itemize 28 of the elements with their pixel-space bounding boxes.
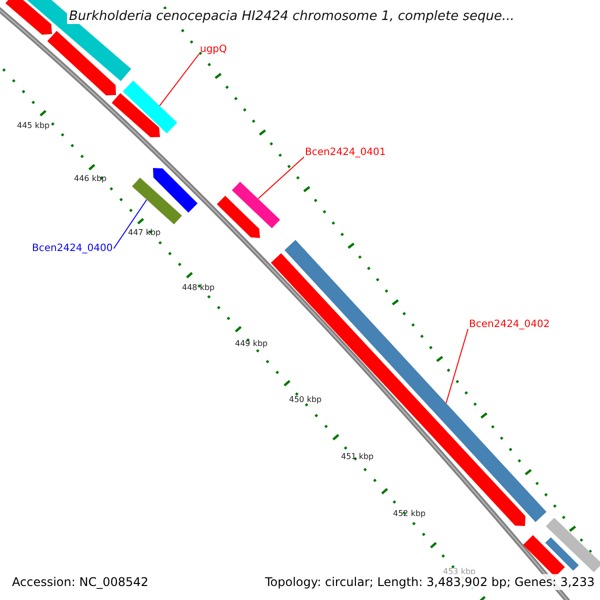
tick-label: 446 kbp <box>74 174 107 183</box>
gene-label: Bcen2424_0401 <box>305 147 386 158</box>
leader-line <box>113 199 148 249</box>
tick-label: 445 kbp <box>17 121 50 130</box>
gene-label: Bcen2424_0402 <box>469 319 550 330</box>
leader-line <box>258 156 304 200</box>
gene-feature <box>523 535 565 577</box>
tick-label: 449 kbp <box>235 339 268 348</box>
gene-feature <box>112 93 160 138</box>
tick-label: 451 kbp <box>341 452 374 461</box>
leader-line <box>159 54 200 106</box>
tick-label: 448 kbp <box>182 283 215 292</box>
gene-feature <box>47 30 116 96</box>
leader-line <box>446 328 468 404</box>
gene-feature <box>153 168 198 213</box>
tick-label: 453 kbp <box>443 567 476 576</box>
tick-label: 447 kbp <box>128 228 161 237</box>
gene-label: Bcen2424_0400 <box>32 243 113 254</box>
gene-feature <box>546 518 600 572</box>
tick-label: 452 kbp <box>393 509 426 518</box>
gene-label: ugpQ <box>200 44 227 55</box>
tick-label: 450 kbp <box>289 395 322 404</box>
gene-feature <box>232 182 280 228</box>
gene-feature <box>216 196 260 238</box>
gene-feature <box>122 80 178 134</box>
gene-feature <box>5 0 52 35</box>
gene-feature <box>545 537 579 571</box>
gene-feature <box>132 178 182 224</box>
